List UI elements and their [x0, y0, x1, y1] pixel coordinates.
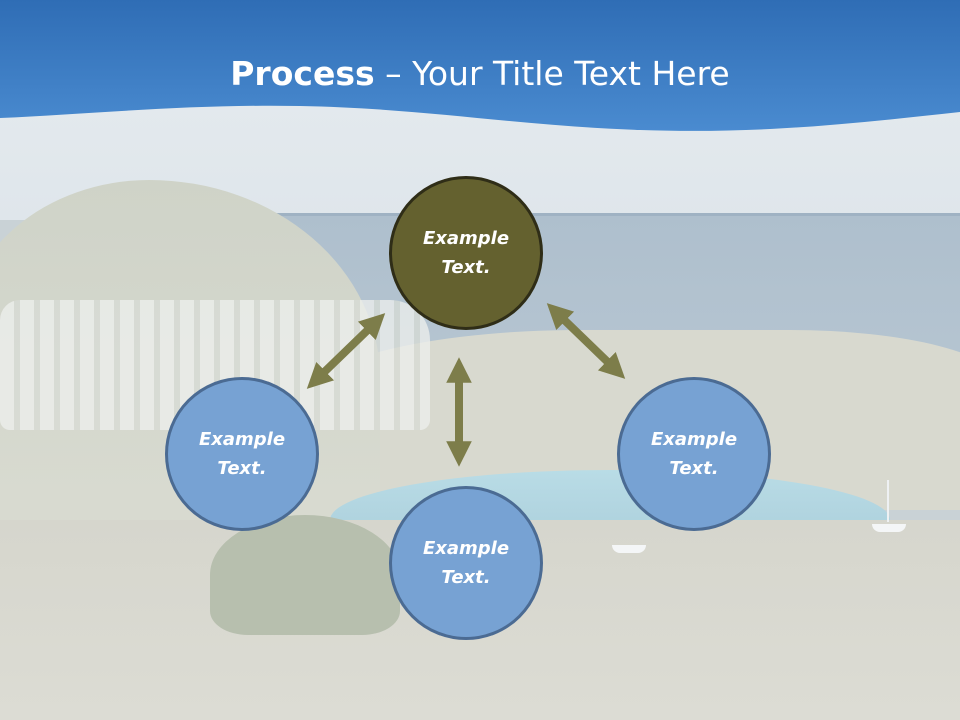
- process-node-left: Example Text.: [165, 377, 319, 531]
- node-label-line2: Text.: [441, 257, 491, 278]
- arrow-top-left: [306, 313, 386, 389]
- node-label-line1: Example: [422, 228, 510, 249]
- trees: [210, 515, 400, 635]
- node-label-line2: Text.: [669, 458, 719, 479]
- boat: [612, 545, 646, 553]
- node-label-line1: Example: [650, 429, 738, 450]
- process-node-top: Example Text.: [389, 176, 543, 330]
- title-bold: Process: [230, 54, 375, 93]
- node-label-line2: Text.: [217, 458, 267, 479]
- node-label-line1: Example: [422, 538, 510, 559]
- header-wave: [0, 0, 960, 131]
- header-band: Process – Your Title Text Here: [0, 0, 960, 140]
- slide-title: Process – Your Title Text Here: [0, 54, 960, 94]
- node-label: Example Text.: [639, 425, 749, 483]
- process-node-bottom: Example Text.: [389, 486, 543, 640]
- horizon-line: [230, 213, 960, 216]
- title-rest: – Your Title Text Here: [374, 54, 730, 93]
- process-node-right: Example Text.: [617, 377, 771, 531]
- node-label-line2: Text.: [441, 567, 491, 588]
- node-label: Example Text.: [411, 224, 521, 282]
- boat-mast: [887, 480, 889, 522]
- node-label: Example Text.: [411, 534, 521, 592]
- node-label-line1: Example: [198, 429, 286, 450]
- arrow-top-right: [546, 303, 626, 379]
- boat: [872, 524, 906, 532]
- node-label: Example Text.: [187, 425, 297, 483]
